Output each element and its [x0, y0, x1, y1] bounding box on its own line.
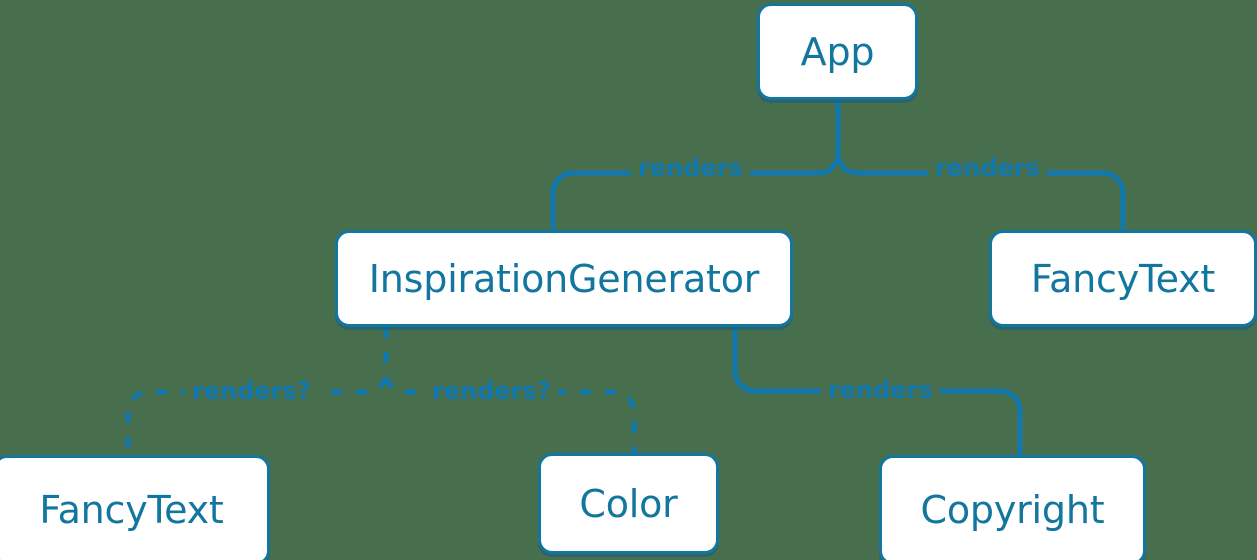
edge-label-app-to-fancytext-top: renders — [928, 154, 1047, 182]
node-inspiration-generator-label: InspirationGenerator — [368, 256, 760, 301]
edge-label-inspirationgenerator-to-color: renders? — [425, 377, 558, 405]
edge-label-inspirationgenerator-to-copyright: renders — [821, 376, 940, 404]
node-fancytext-bottom[interactable]: FancyText — [0, 455, 270, 560]
node-fancytext-bottom-label: FancyText — [39, 488, 224, 532]
edge-app-to-inspirationgenerator — [550, 156, 841, 230]
edge-inspirationgenerator-to-color — [383, 376, 637, 453]
node-app-label: App — [800, 29, 875, 74]
node-inspiration-generator[interactable]: InspirationGenerator — [335, 230, 793, 327]
node-copyright[interactable]: Copyright — [879, 455, 1146, 560]
node-copyright-label: Copyright — [920, 488, 1105, 532]
node-app[interactable]: App — [757, 3, 918, 100]
edge-app-to-fancytext-top — [835, 156, 1126, 230]
edge-label-inspirationgenerator-to-fancytext-bottom: renders? — [185, 377, 318, 405]
node-color-label: Color — [579, 481, 678, 526]
node-color[interactable]: Color — [538, 453, 719, 554]
edge-label-app-to-inspirationgenerator: renders — [631, 154, 750, 182]
node-fancytext-top-label: FancyText — [1030, 256, 1216, 301]
node-fancytext-top[interactable]: FancyText — [989, 230, 1257, 327]
